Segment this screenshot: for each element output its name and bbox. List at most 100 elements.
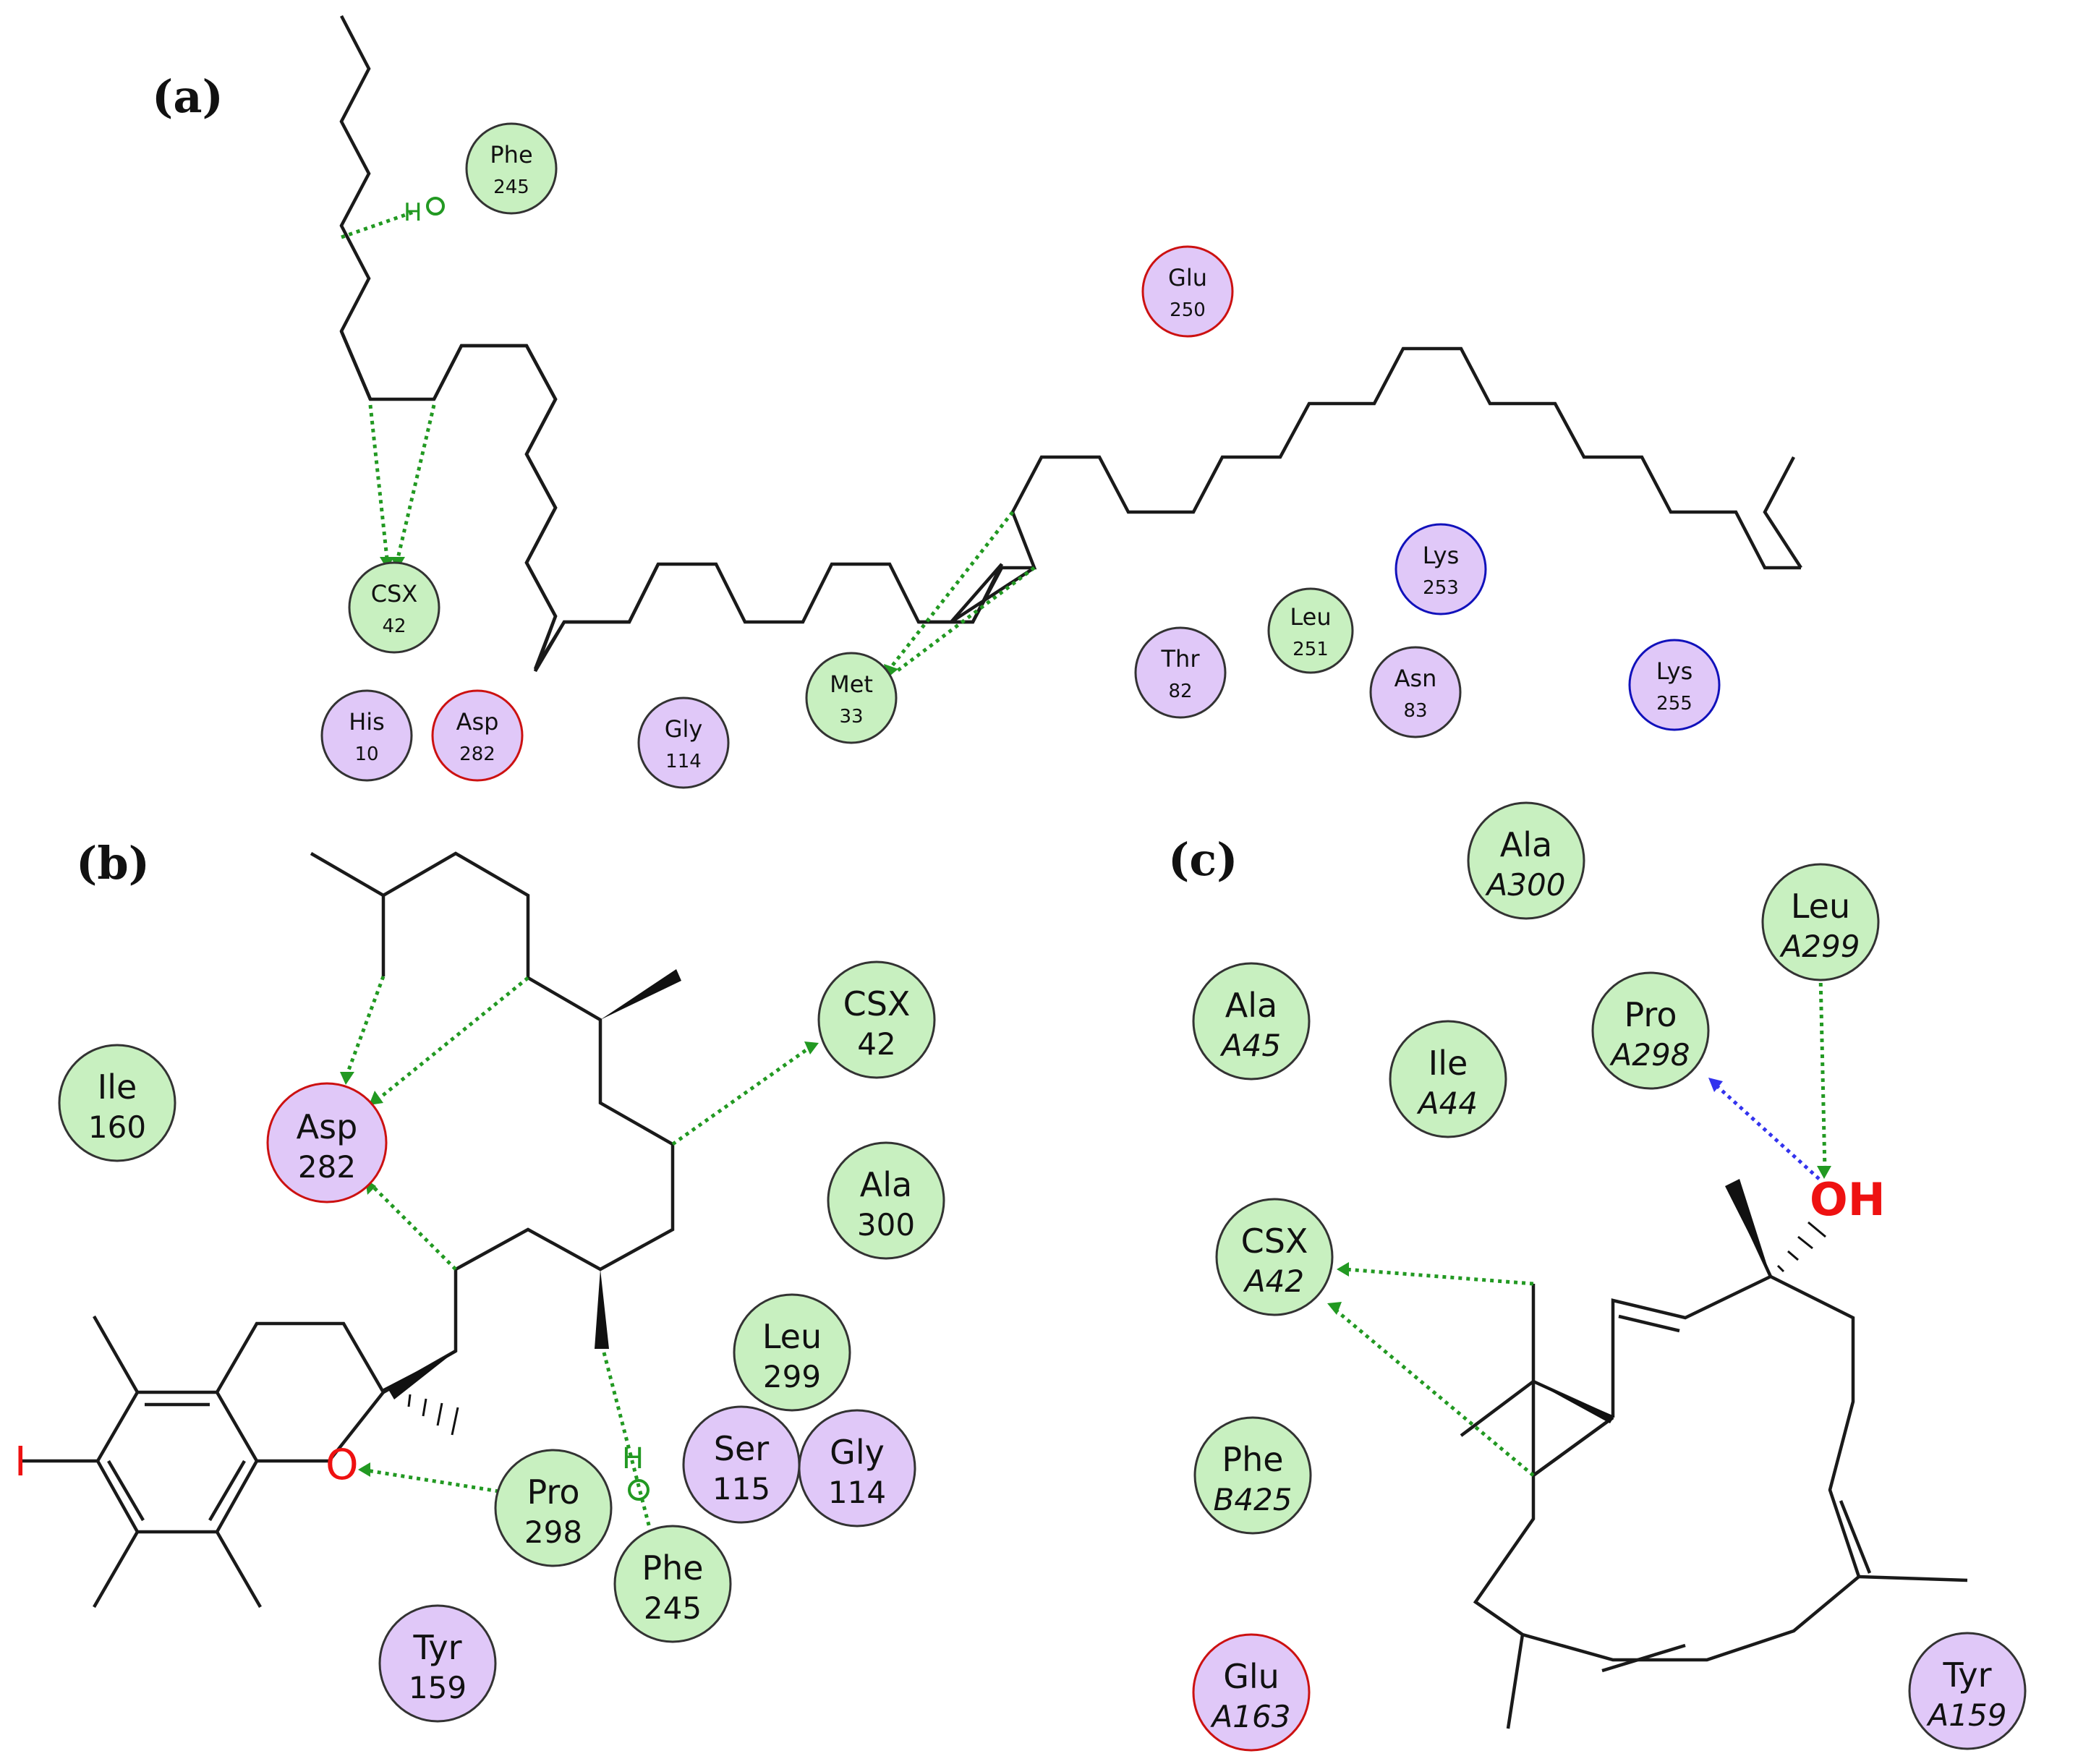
residue-number: 298 (524, 1514, 582, 1550)
residue-circle (1134, 626, 1227, 719)
residue-name: Lys (1656, 657, 1693, 685)
residue-number: 300 (857, 1207, 915, 1243)
ligand-c-double-2 (1839, 1500, 1872, 1574)
residue-number: 114 (828, 1475, 886, 1510)
residue-number: A42 (1243, 1264, 1304, 1299)
c-hb-csxA42-2 (1333, 1308, 1535, 1477)
residue-name: Leu (762, 1317, 822, 1356)
residue-circle (58, 1044, 176, 1162)
residue-number: 245 (493, 176, 529, 198)
ligand-c-wedge (1725, 1179, 1771, 1277)
a-hb-csx42-1 (368, 404, 389, 559)
c-hb-leuA299 (1818, 974, 1827, 1171)
ligand-c-double-3 (1601, 1643, 1686, 1673)
residue-number: 83 (1403, 700, 1427, 722)
residue-number: A298 (1609, 1037, 1690, 1073)
c-arrow-leuA299 (1817, 1166, 1831, 1179)
a-hb-met33-2 (895, 566, 1036, 673)
residue-number: A159 (1926, 1697, 2007, 1733)
ligand-b-hash (393, 1390, 459, 1436)
residue-circle (1215, 1198, 1334, 1316)
residue-circle (348, 561, 440, 654)
ligand-b-sidechain (310, 851, 675, 1394)
residue-number: 245 (644, 1590, 702, 1626)
residue-circle (613, 1525, 732, 1643)
residue-name: Ala (1225, 986, 1277, 1025)
residue-number: A163 (1210, 1699, 1291, 1734)
residue-circle (1369, 646, 1462, 738)
panel-b-interactions: H (340, 976, 819, 1534)
residue-name: Thr (1161, 645, 1201, 673)
residue-circle (798, 1409, 916, 1527)
residue-name: Pro (1624, 995, 1677, 1034)
residue-a-met33: Met 33 (805, 652, 898, 744)
c-arrow-csxA42-1 (1337, 1262, 1349, 1277)
residue-name: Phe (490, 141, 532, 169)
ligand-b-wedge-2 (595, 1269, 609, 1349)
ligand-c-double-1 (1618, 1314, 1680, 1333)
ligand-b-wedge-4 (387, 1351, 456, 1399)
residue-name: CSX (843, 984, 911, 1023)
residue-number: 33 (839, 706, 863, 728)
b-pi-h-label: H (622, 1442, 644, 1475)
residue-name: Glu (1168, 264, 1207, 291)
residue-name: Leu (1290, 603, 1331, 631)
residue-circle (1141, 245, 1234, 338)
residue-circle (378, 1604, 497, 1723)
residue-circle (1193, 1416, 1312, 1535)
residue-circle (431, 689, 524, 782)
residue-number: 299 (763, 1359, 821, 1394)
residue-name: CSX (371, 580, 418, 608)
residue-name: Pro (527, 1473, 580, 1512)
residue-circle (1467, 801, 1585, 920)
residue-number: A300 (1485, 867, 1566, 903)
residue-number: 42 (857, 1026, 895, 1062)
residue-name: Ile (1428, 1044, 1468, 1083)
ligand-b-aromatic-inner (107, 1402, 246, 1522)
residue-number: 282 (298, 1149, 356, 1185)
residue-a-thr82: Thr 82 (1134, 626, 1227, 719)
ligand-c-ring (1473, 1274, 1861, 1662)
residue-circle (1389, 1020, 1507, 1138)
residue-name: CSX (1241, 1222, 1308, 1261)
residue-number: 82 (1168, 681, 1192, 702)
residue-name: Met (830, 670, 873, 698)
b-hb-asp282-3 (371, 1185, 457, 1271)
a-pi-h-label: H (404, 198, 422, 227)
panel-a-interactions: H (341, 197, 1036, 678)
ligand-c-wedge-2 (1533, 1381, 1614, 1423)
residue-circle (1394, 523, 1487, 615)
b-hb-csx42 (671, 1045, 812, 1146)
residue-circle (465, 122, 558, 215)
panel-a-ligand (339, 14, 1802, 673)
a-pi-h-phe245 (341, 209, 417, 239)
ligand-b-wedge-1 (600, 969, 681, 1020)
b-hb-asp282-2 (378, 976, 529, 1099)
residue-a-phe245: Phe 245 (465, 122, 558, 215)
ligand-a-main-chain (432, 344, 660, 670)
residue-number: 282 (459, 743, 495, 765)
residue-circle (1192, 962, 1311, 1081)
residue-name: Ser (714, 1429, 770, 1468)
residue-name: Phe (1222, 1440, 1283, 1479)
residue-name: Asn (1394, 665, 1437, 692)
residue-name: Ile (98, 1068, 137, 1107)
residue-number: 10 (354, 743, 378, 765)
